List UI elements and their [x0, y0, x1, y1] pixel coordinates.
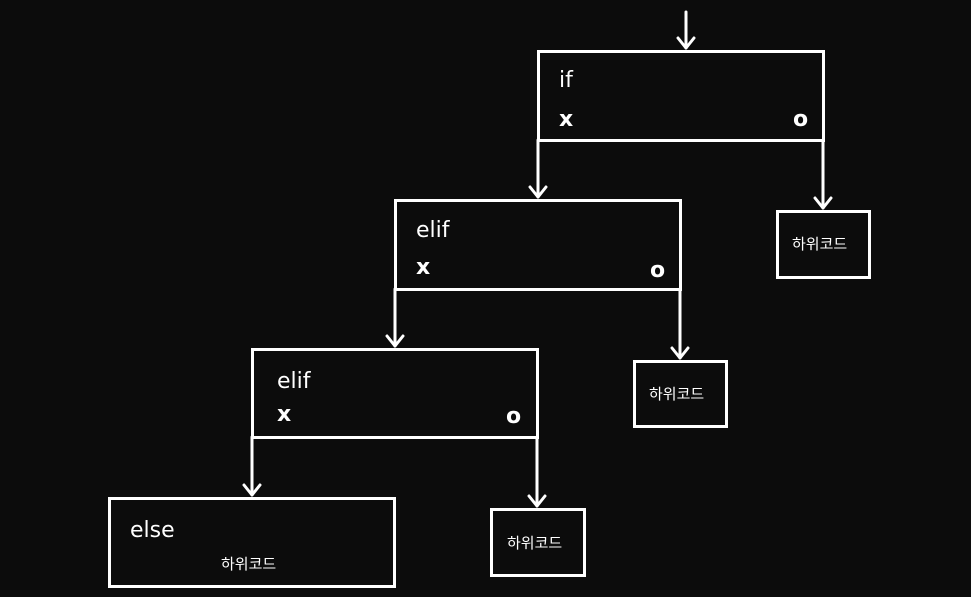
entry-arrow [676, 10, 696, 50]
elif-node-2: elif x o [251, 348, 539, 439]
if-keyword: if [559, 68, 573, 93]
elif2-true-arrow [527, 435, 547, 508]
if-false-mark: x [559, 107, 574, 132]
elif1-false-arrow [385, 287, 405, 348]
elif2-true-mark: o [506, 404, 522, 429]
if-false-arrow [528, 138, 548, 199]
else-keyword: else [130, 518, 175, 543]
else-node: else 하위코드 [108, 497, 396, 588]
elif1-true-arrow [670, 287, 690, 360]
elif2-subcode-label: 하위코드 [507, 534, 563, 552]
if-subcode-box: 하위코드 [776, 210, 871, 279]
elif2-false-arrow [242, 435, 262, 497]
elif1-true-mark: o [650, 258, 666, 283]
elif-keyword-2: elif [277, 369, 311, 394]
elif2-subcode-box: 하위코드 [490, 508, 586, 577]
elif1-subcode-label: 하위코드 [649, 385, 705, 403]
elif1-subcode-box: 하위코드 [633, 360, 728, 428]
elif-keyword-1: elif [416, 218, 450, 243]
if-node: if x o [537, 50, 825, 142]
else-subcode-label: 하위코드 [221, 555, 277, 573]
if-true-mark: o [793, 107, 809, 132]
if-true-arrow [813, 138, 833, 210]
elif1-false-mark: x [416, 255, 431, 280]
if-subcode-label: 하위코드 [792, 235, 848, 253]
elif-node-1: elif x o [394, 199, 682, 291]
elif2-false-mark: x [277, 402, 292, 427]
